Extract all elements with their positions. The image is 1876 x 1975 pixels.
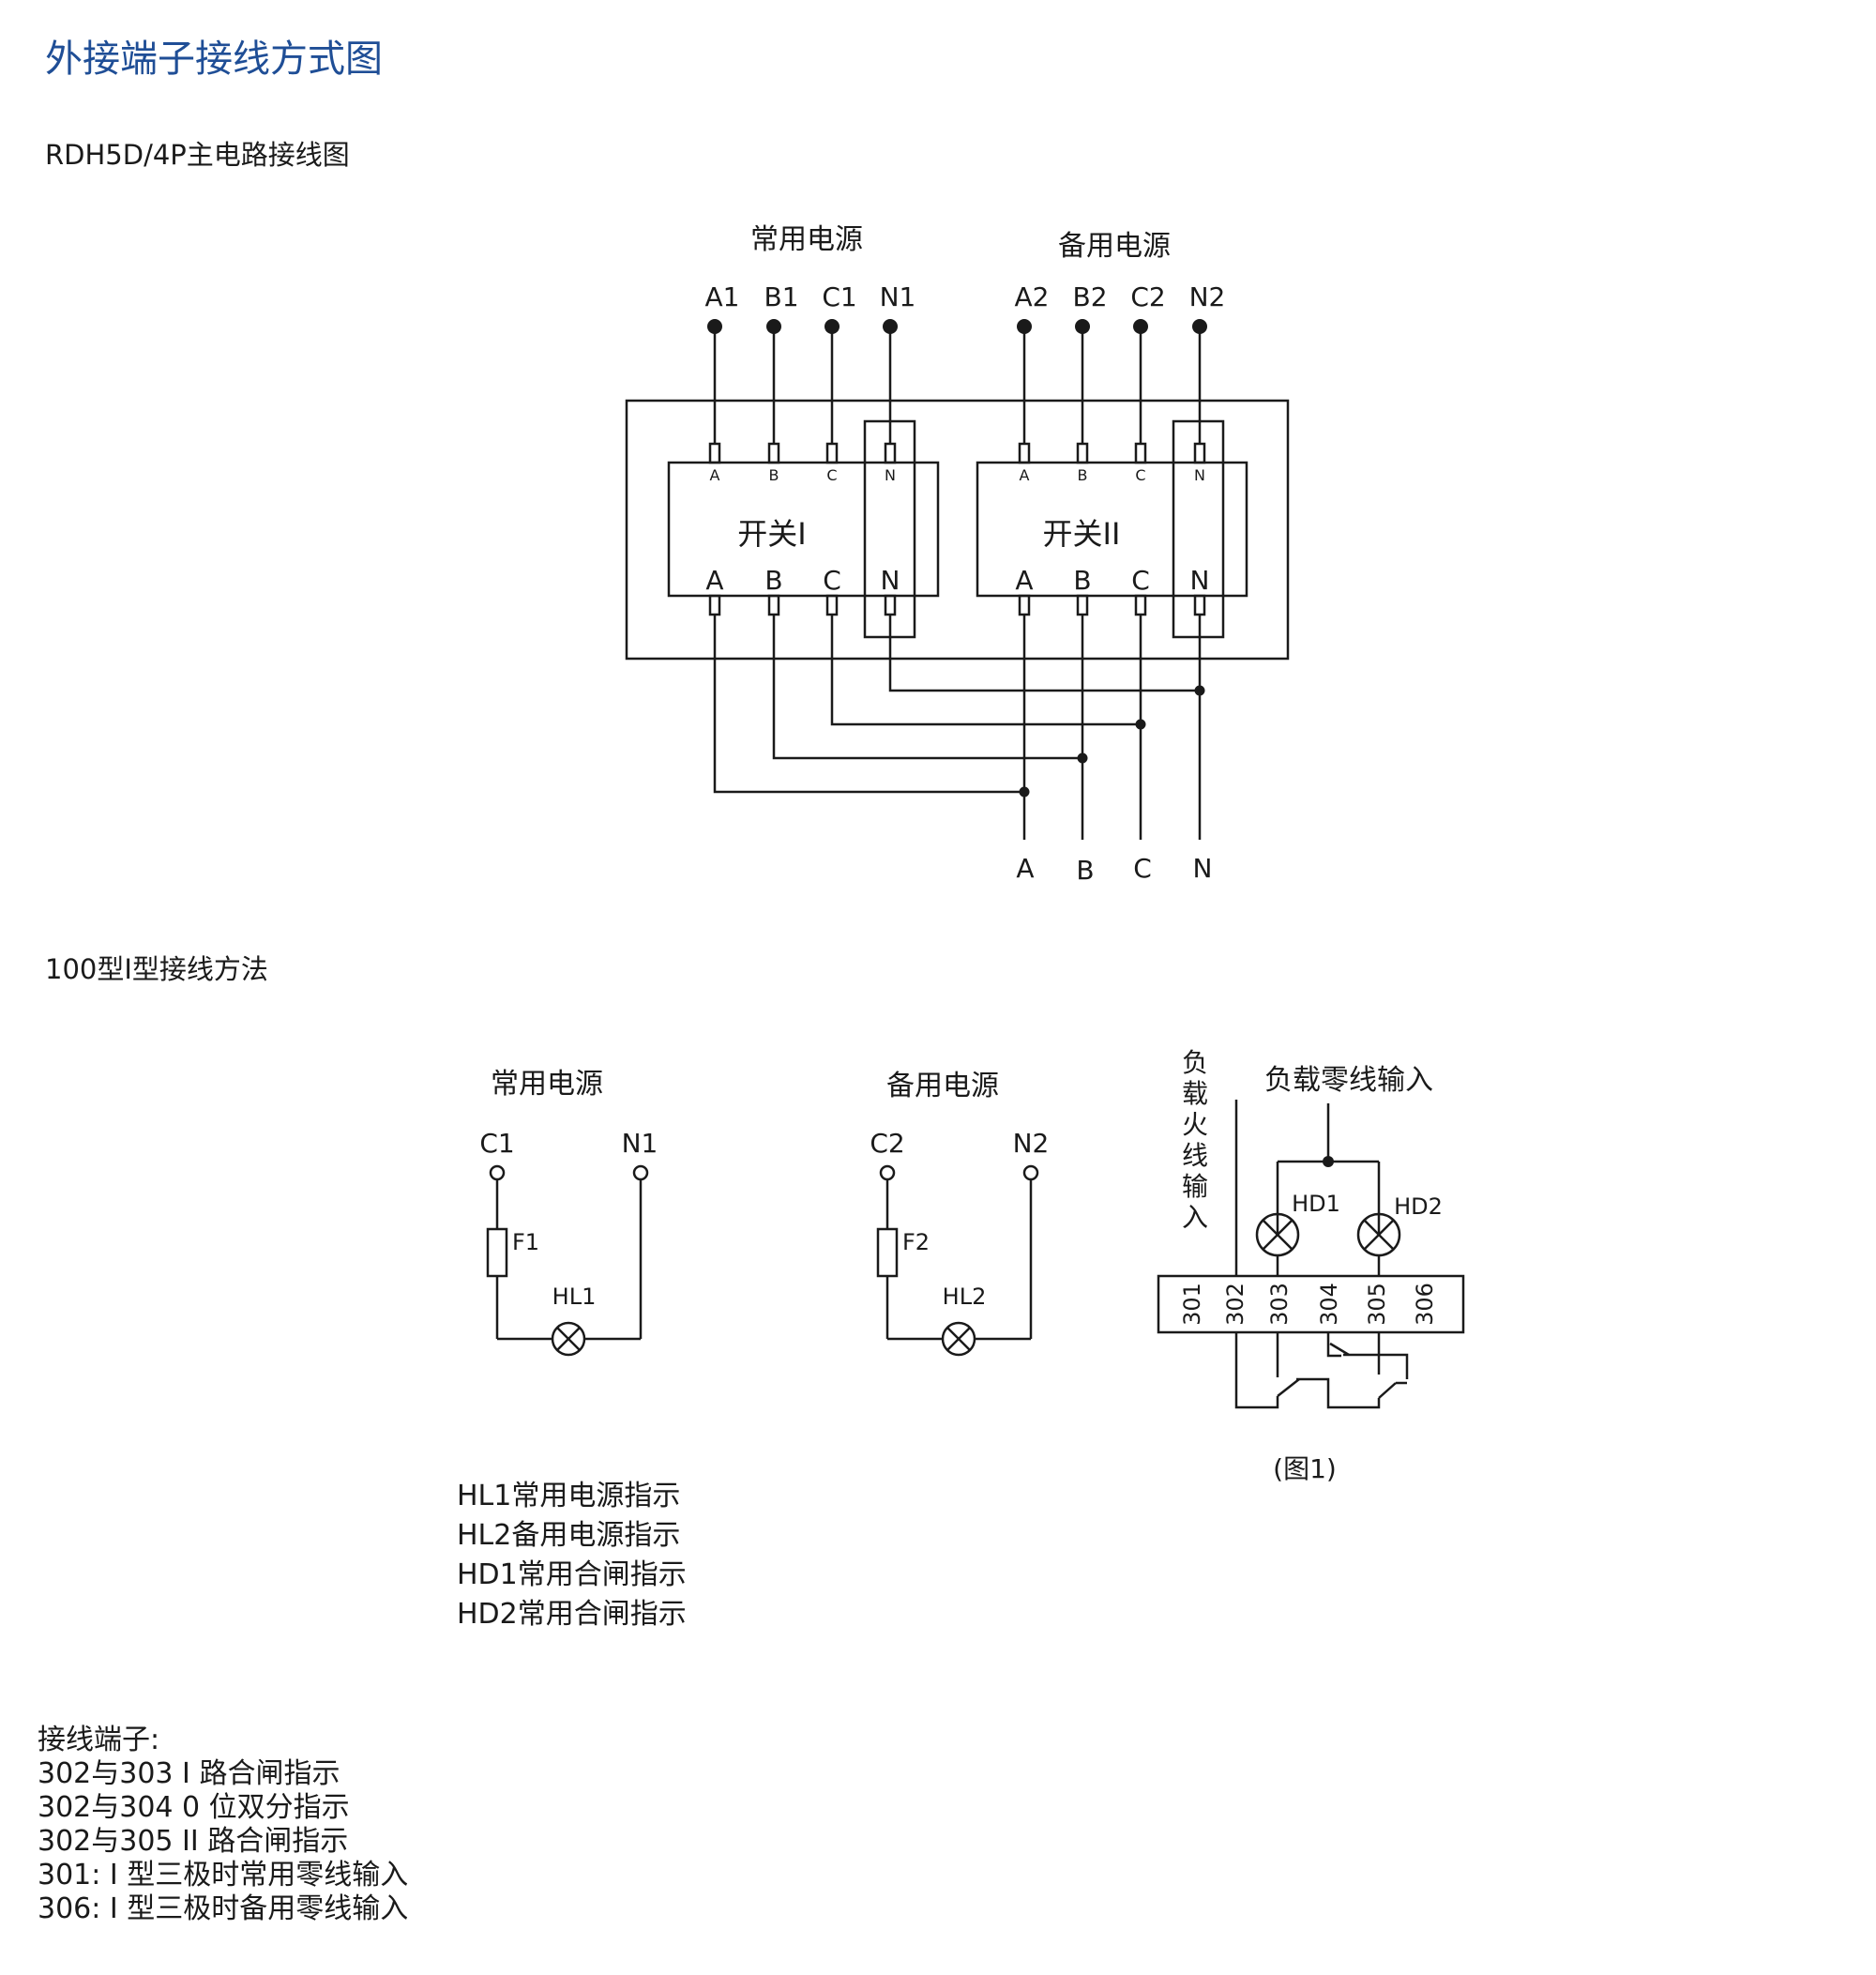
switch1-pole-small-n: N [885, 466, 896, 484]
terminal-label-c2: C2 [1130, 281, 1165, 312]
backup-neutral-label: N2 [1013, 1128, 1050, 1159]
section2-heading: 100型I型接线方法 [45, 953, 268, 985]
live-input-char-5: 输 [1182, 1171, 1208, 1202]
live-input-char-6: 入 [1182, 1202, 1208, 1233]
switch2-n-box [1172, 419, 1225, 639]
terminal-line: 302与303 I 路合闸指示 [38, 1757, 340, 1790]
terminal-label-n1: N1 [880, 281, 916, 312]
live-input-char-4: 线 [1182, 1140, 1208, 1171]
live-input-char-2: 载 [1182, 1078, 1208, 1109]
backup-source-label-2: 备用电源 [886, 1070, 999, 1102]
indicator-wiring-diagram: 常用电源 C1 N1 F1 HL1 备用电源 C2 N2 F2 HL2 负 载 [479, 1047, 1465, 1482]
neutral-input-label: 负载零线输入 [1264, 1064, 1433, 1097]
section1-heading: RDH5D/4P主电路接线图 [45, 139, 350, 171]
lamp-hl1-label: HL1 [552, 1284, 597, 1310]
terminal-description: 接线端子: 302与303 I 路合闸指示 302与304 0 位双分指示 30… [38, 1724, 408, 1926]
switch2-pole-small-b: B [1078, 466, 1088, 484]
switch2-label: 开关II [1043, 516, 1121, 552]
note-line: HD1常用合闸指示 [457, 1558, 687, 1591]
terminal-label-b2: B2 [1072, 281, 1107, 312]
page-title: 外接端子接线方式图 [45, 38, 383, 81]
output-label-b: B [1076, 855, 1094, 886]
outer-frame [625, 399, 1290, 661]
normal-live-label: C1 [479, 1128, 514, 1159]
switch1-n-box [863, 419, 916, 639]
terminal-301: 301 [1179, 1283, 1205, 1326]
switch2-pole-small-n: N [1194, 466, 1205, 484]
switch2-pole-a: A [1015, 565, 1033, 596]
switch1-pole-a: A [705, 565, 723, 596]
terminal-label-a1: A1 [705, 281, 740, 312]
switch1-pole-n: N [881, 565, 900, 596]
lamp-hd2-label: HD2 [1394, 1193, 1443, 1220]
normal-source-label: 常用电源 [750, 223, 863, 256]
switch2-pole-b: B [1073, 565, 1091, 596]
figure1-caption: (图1) [1273, 1453, 1337, 1482]
lamp-hl2-label: HL2 [943, 1284, 987, 1310]
terminal-line: 302与304 0 位双分指示 [38, 1791, 350, 1824]
fuse-f2-label: F2 [902, 1229, 930, 1255]
backup-source-label: 备用电源 [1058, 230, 1171, 263]
output-label-n: N [1193, 853, 1213, 884]
terminal-label-c1: C1 [822, 281, 856, 312]
note-line: HL1常用电源指示 [457, 1480, 681, 1512]
normal-source-label-2: 常用电源 [491, 1068, 603, 1101]
switch2-pole-c: C [1131, 565, 1150, 596]
fuse-f2 [876, 1227, 899, 1278]
switch1-pole-small-b: B [769, 466, 779, 484]
lamp-hd1-label: HD1 [1292, 1191, 1340, 1217]
switch2-pole-n: N [1190, 565, 1210, 596]
switch1-pole-small-a: A [710, 466, 720, 484]
switch1-pole-small-c: C [826, 466, 837, 484]
switch1-label: 开关I [737, 516, 806, 552]
note-line: HD2常用合闸指示 [457, 1598, 687, 1631]
switch2-box [976, 461, 1248, 598]
fuse-f1-label: F1 [512, 1229, 539, 1255]
terminal-line: 302与305 II 路合闸指示 [38, 1825, 349, 1858]
terminal-label-n2: N2 [1189, 281, 1226, 312]
terminal-line: 306: I 型三极时备用零线输入 [38, 1892, 409, 1925]
switch1-pole-b: B [764, 565, 782, 596]
main-circuit-diagram: 常用电源 备用电源 A1 B1 C1 N1 A2 B2 C2 N2 A B C … [625, 223, 1290, 886]
live-input-char-1: 负 [1182, 1047, 1208, 1078]
switch2-pole-small-c: C [1135, 466, 1145, 484]
backup-live-label: C2 [870, 1128, 904, 1159]
terminal-303: 303 [1266, 1283, 1293, 1326]
terminal-302: 302 [1222, 1283, 1248, 1326]
terminal-block [1157, 1274, 1465, 1334]
terminal-304: 304 [1316, 1283, 1342, 1326]
fuse-f1 [486, 1227, 508, 1278]
indicator-notes: HL1常用电源指示 HL2备用电源指示 HD1常用合闸指示 HD2常用合闸指示 [457, 1477, 687, 1634]
output-label-c: C [1133, 853, 1152, 884]
output-label-a: A [1016, 853, 1034, 884]
terminal-label-b1: B1 [764, 281, 798, 312]
note-line: HL2备用电源指示 [457, 1519, 681, 1552]
switch1-pole-c: C [823, 565, 841, 596]
switch2-pole-small-a: A [1020, 466, 1030, 484]
normal-neutral-label: N1 [622, 1128, 658, 1159]
terminal-heading: 接线端子: [38, 1724, 160, 1756]
terminal-306: 306 [1412, 1283, 1438, 1326]
terminal-line: 301: I 型三极时常用零线输入 [38, 1859, 409, 1891]
switch1-box [667, 461, 940, 598]
terminal-label-a2: A2 [1015, 281, 1050, 312]
live-input-char-3: 火 [1182, 1109, 1208, 1140]
terminal-305: 305 [1364, 1283, 1390, 1326]
